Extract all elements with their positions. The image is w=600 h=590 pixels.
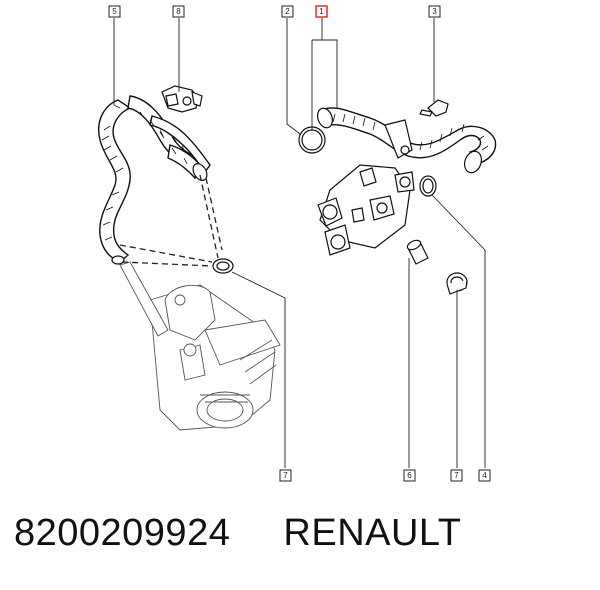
callout-6: 6 bbox=[403, 469, 416, 482]
callout-2: 2 bbox=[281, 5, 294, 18]
leader-lines bbox=[113, 18, 486, 468]
svg-text:5: 5 bbox=[112, 7, 117, 16]
svg-text:6: 6 bbox=[407, 471, 412, 480]
bolt-part-3 bbox=[419, 99, 449, 117]
hose-part-5 bbox=[98, 95, 211, 265]
callout-4: 4 bbox=[478, 469, 491, 482]
callout-7-right: 7 bbox=[450, 469, 463, 482]
sleeve-part-6 bbox=[406, 239, 429, 265]
part-number: 8200209924 bbox=[14, 512, 231, 554]
svg-text:3: 3 bbox=[432, 7, 437, 16]
svg-text:7: 7 bbox=[454, 471, 459, 480]
callout-7-left: 7 bbox=[279, 469, 292, 482]
svg-text:8: 8 bbox=[176, 7, 181, 16]
engine-block-illustration bbox=[119, 261, 281, 431]
assembly-dashed-lines bbox=[119, 174, 223, 267]
svg-text:4: 4 bbox=[482, 471, 487, 480]
hose-part-1 bbox=[316, 107, 497, 174]
seal-part-7-left bbox=[212, 258, 234, 274]
callout-8: 8 bbox=[172, 5, 185, 18]
brand-name: RENAULT bbox=[283, 512, 462, 554]
thermostat-housing bbox=[317, 164, 415, 256]
svg-text:1: 1 bbox=[319, 7, 324, 16]
callout-5: 5 bbox=[108, 5, 121, 18]
o-ring-part-2 bbox=[298, 126, 326, 154]
part-caption: 8200209924 RENAULT bbox=[14, 512, 461, 555]
clip-part-8 bbox=[161, 85, 203, 113]
callout-3: 3 bbox=[428, 5, 441, 18]
callout-1-highlighted: 1 bbox=[315, 5, 328, 18]
svg-text:2: 2 bbox=[285, 7, 290, 16]
parts-diagram: 5 8 2 1 3 7 6 7 4 bbox=[98, 5, 497, 482]
o-ring-part-4 bbox=[419, 175, 437, 197]
svg-text:7: 7 bbox=[283, 471, 288, 480]
